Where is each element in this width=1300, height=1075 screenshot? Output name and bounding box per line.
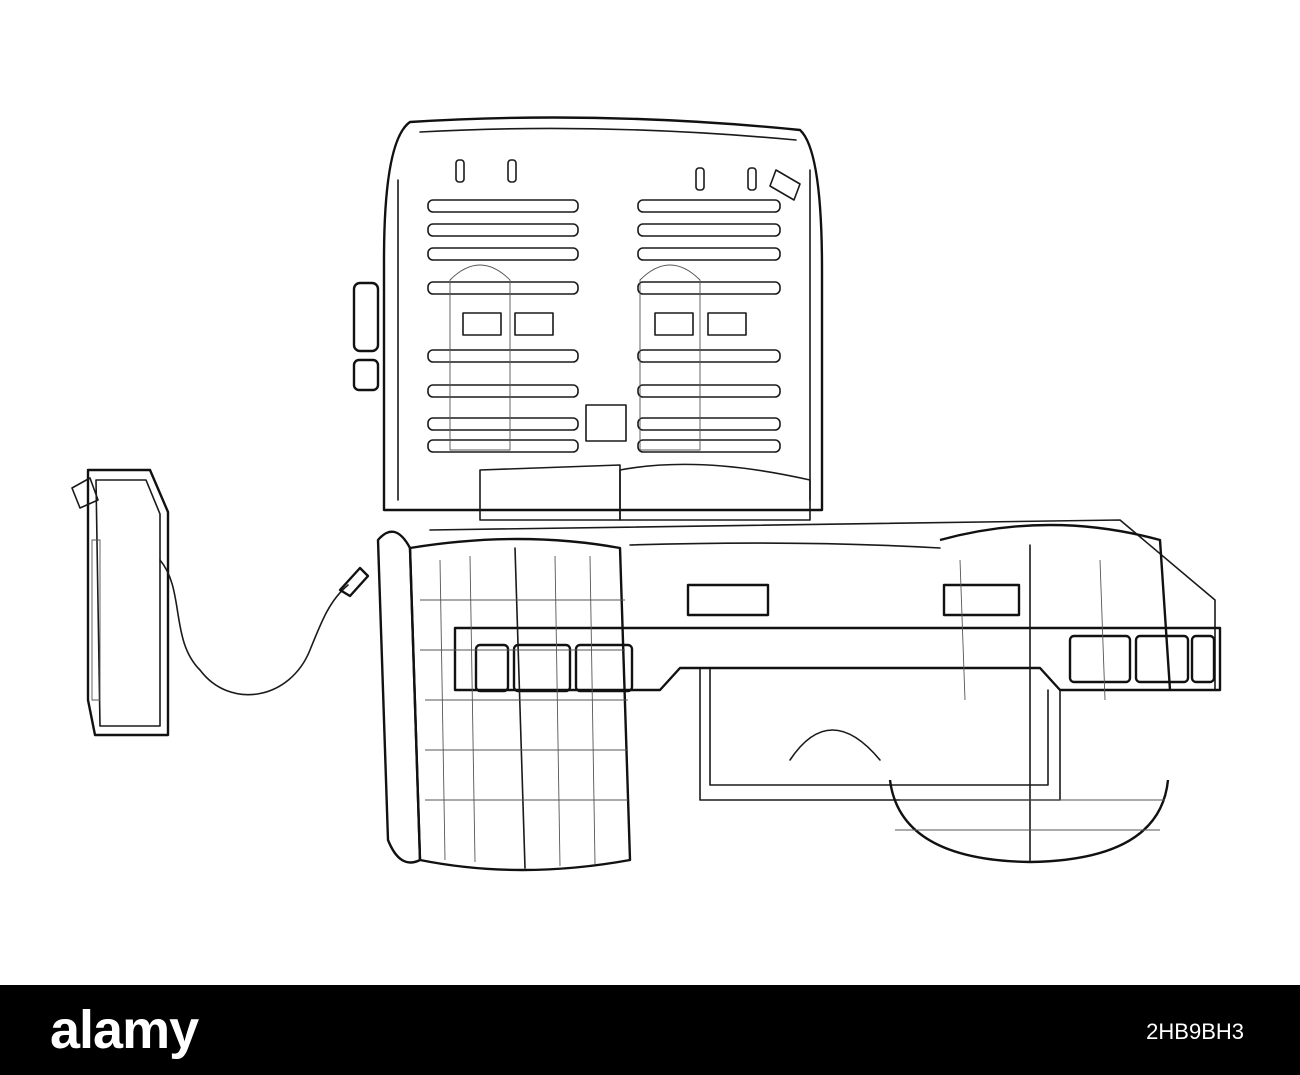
- truck-cab: [352, 116, 824, 512]
- alamy-logo: alamy: [50, 1000, 199, 1060]
- charging-station: [71, 468, 170, 737]
- cab-grille-left: [427, 199, 579, 453]
- stock-footer-bar: alamy 2HB9BH3: [0, 985, 1300, 1075]
- image-id-label: 2HB9BH3: [1146, 1019, 1244, 1044]
- right-rear-wheels: [789, 523, 1172, 864]
- illustration-canvas: [71, 116, 1222, 872]
- truck-wireframe-illustration: [71, 116, 1222, 872]
- left-rear-wheels: [376, 530, 632, 872]
- charging-cable: [159, 559, 370, 696]
- rear-bumper: [453, 626, 1222, 693]
- cab-grille-right: [637, 199, 781, 453]
